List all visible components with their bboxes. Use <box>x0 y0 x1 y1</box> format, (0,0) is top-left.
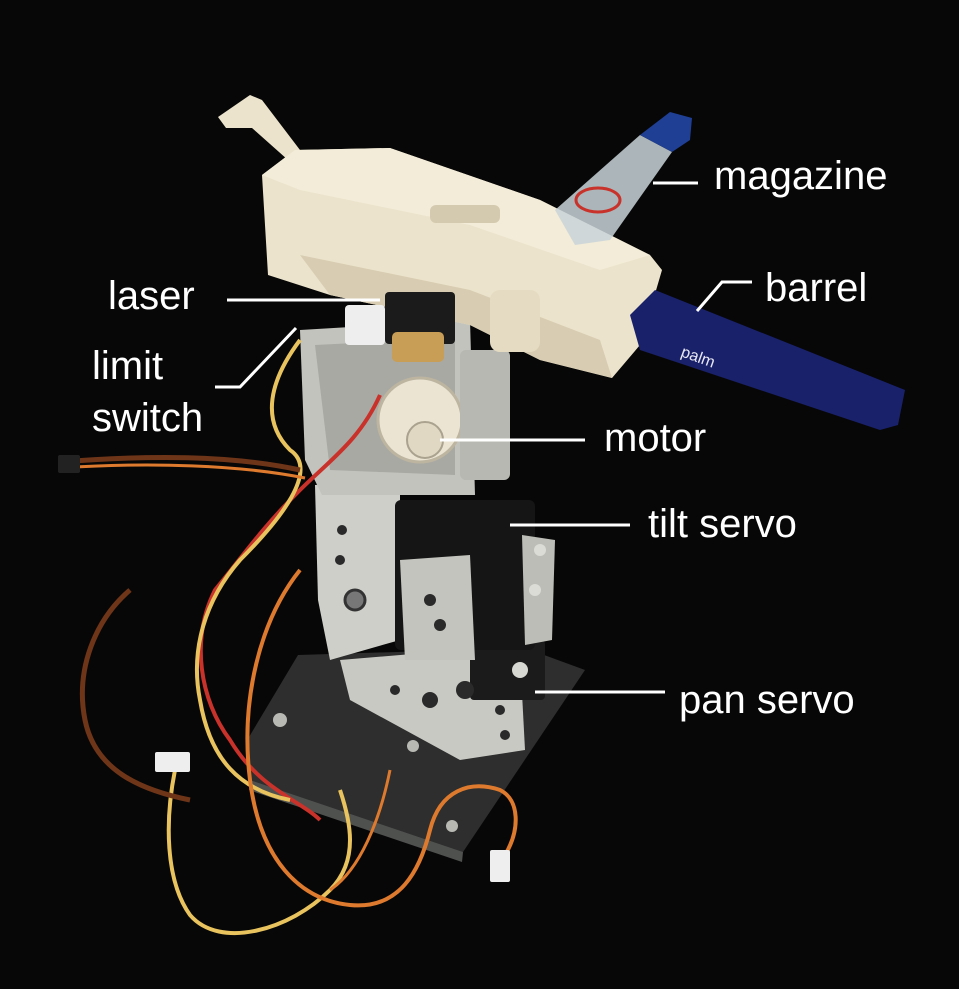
wire-orange <box>59 463 306 480</box>
wire-orange-loop <box>245 568 518 908</box>
base-screw <box>407 740 419 752</box>
pan-bracket-hole <box>456 681 474 699</box>
pan-servo-body <box>470 640 545 700</box>
acrylic-base-edge <box>249 780 463 862</box>
wire-orange-loop2 <box>329 769 392 892</box>
base-screw <box>273 713 287 727</box>
magazine-label: magazine <box>714 154 888 198</box>
tilt-bracket-hole <box>434 619 446 631</box>
tilt-bracket-hole <box>337 525 347 535</box>
pan-bracket-hole <box>495 705 505 715</box>
motor-gear-hub <box>406 421 444 459</box>
limit-switch-label-line2: switch <box>92 396 204 440</box>
limit-switch-connector <box>345 305 385 345</box>
tilt-bracket-screw <box>534 544 546 556</box>
leader-lines <box>215 181 752 694</box>
limit-switch-label-line1: limit <box>92 344 164 388</box>
base-screw <box>446 820 458 832</box>
housing-body <box>262 148 662 378</box>
wire-connector <box>490 850 510 882</box>
wire-brown <box>59 455 301 473</box>
tilt-bracket-left-plate <box>315 478 400 660</box>
wire-connector <box>58 455 80 473</box>
housing-clip <box>490 290 540 352</box>
wire-yellow-lower <box>166 769 352 936</box>
barrel-label: barrel <box>765 266 868 310</box>
wire-connector <box>155 752 190 772</box>
laser-diode <box>392 332 444 362</box>
wire-red <box>198 394 382 822</box>
limit-switch-leader <box>215 326 298 389</box>
pan-servo-screw <box>512 662 528 678</box>
housing-slot <box>430 205 500 223</box>
magazine-band <box>574 186 622 214</box>
tilt-servo-label: tilt servo <box>648 502 797 546</box>
tilt-bracket-front-plate <box>400 555 475 660</box>
pan-bracket-hole <box>390 685 400 695</box>
wire-brown-loop <box>79 588 191 803</box>
barrel <box>630 290 905 430</box>
tilt-bracket-hole <box>335 555 345 565</box>
laser-pcb <box>385 292 455 344</box>
pan-bracket-hole <box>422 692 438 708</box>
pan-servo-label: pan servo <box>679 678 855 722</box>
barrel-leader <box>695 280 752 312</box>
pan-bracket-hole <box>500 730 510 740</box>
tilt-bracket-hole <box>424 594 436 606</box>
tilt-bracket-screw <box>529 584 541 596</box>
tilt-bracket-hole <box>343 588 367 612</box>
housing-top-trigger <box>218 95 300 160</box>
motor-label: motor <box>604 416 707 460</box>
motor-can <box>460 350 510 480</box>
magazine-cap <box>640 112 692 152</box>
laser-label: laser <box>108 274 195 318</box>
wire-yellow <box>195 338 303 802</box>
